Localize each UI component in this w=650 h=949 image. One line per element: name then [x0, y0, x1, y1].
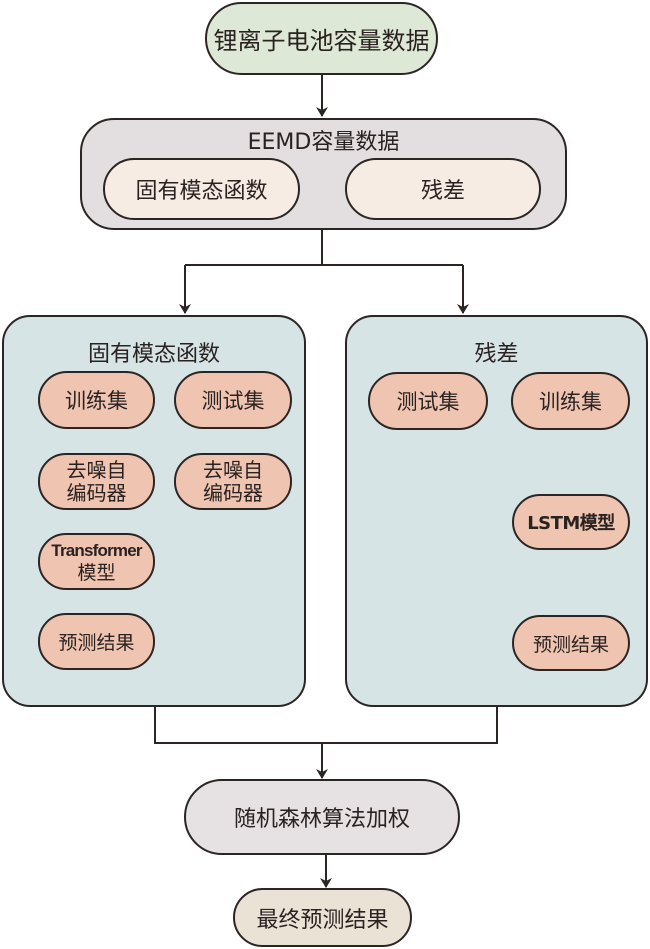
imf-train-set-node: 训练集: [38, 371, 155, 429]
lstm-model-label: LSTM模型: [527, 513, 615, 534]
imf-prediction-label: 预测结果: [58, 632, 135, 654]
random-forest-node: 随机森林算法加权: [184, 779, 460, 855]
imf-train-dae-line2: 编码器: [66, 480, 127, 505]
lstm-model-node: LSTM模型: [512, 494, 630, 550]
source-data-label: 锂离子电池容量数据: [213, 27, 430, 55]
imf-panel-title: 固有模态函数: [87, 342, 220, 367]
residual-train-set-node: 训练集: [511, 372, 630, 430]
residual-panel-title: 残差: [474, 342, 519, 367]
imf-test-set-node: 测试集: [174, 371, 292, 429]
residual-train-set-label: 训练集: [539, 390, 602, 414]
imf-test-dae-node: 去噪自 编码器: [174, 453, 292, 510]
imf-test-dae-line2: 编码器: [203, 480, 263, 505]
random-forest-label: 随机森林算法加权: [233, 807, 410, 832]
final-result-node: 最终预测结果: [233, 888, 412, 947]
transformer-label-line2: 模型: [77, 561, 116, 584]
residual-test-set-node: 测试集: [368, 372, 488, 430]
eemd-imf-label: 固有模态函数: [135, 179, 268, 204]
eemd-imf-node: 固有模态函数: [103, 158, 300, 220]
imf-test-set-label: 测试集: [201, 389, 265, 413]
final-result-label: 最终预测结果: [256, 907, 389, 933]
transformer-model-node: Transformer 模型: [38, 533, 155, 590]
imf-test-dae-line1: 去噪自: [203, 457, 263, 482]
transformer-label-line1: Transformer: [51, 540, 142, 560]
merge-line: [154, 706, 498, 744]
residual-prediction-label: 预测结果: [532, 633, 609, 656]
imf-train-dae-node: 去噪自 编码器: [38, 453, 155, 510]
source-data-node: 锂离子电池容量数据: [205, 2, 438, 75]
imf-train-dae-line1: 去噪自: [66, 457, 127, 482]
residual-test-set-label: 测试集: [396, 390, 460, 414]
eemd-residual-node: 残差: [345, 158, 541, 220]
eemd-residual-label: 残差: [420, 179, 465, 204]
eemd-title: EEMD容量数据: [247, 130, 400, 155]
residual-prediction-node: 预测结果: [512, 615, 630, 671]
imf-train-set-label: 训练集: [65, 389, 128, 413]
imf-prediction-node: 预测结果: [38, 613, 155, 670]
